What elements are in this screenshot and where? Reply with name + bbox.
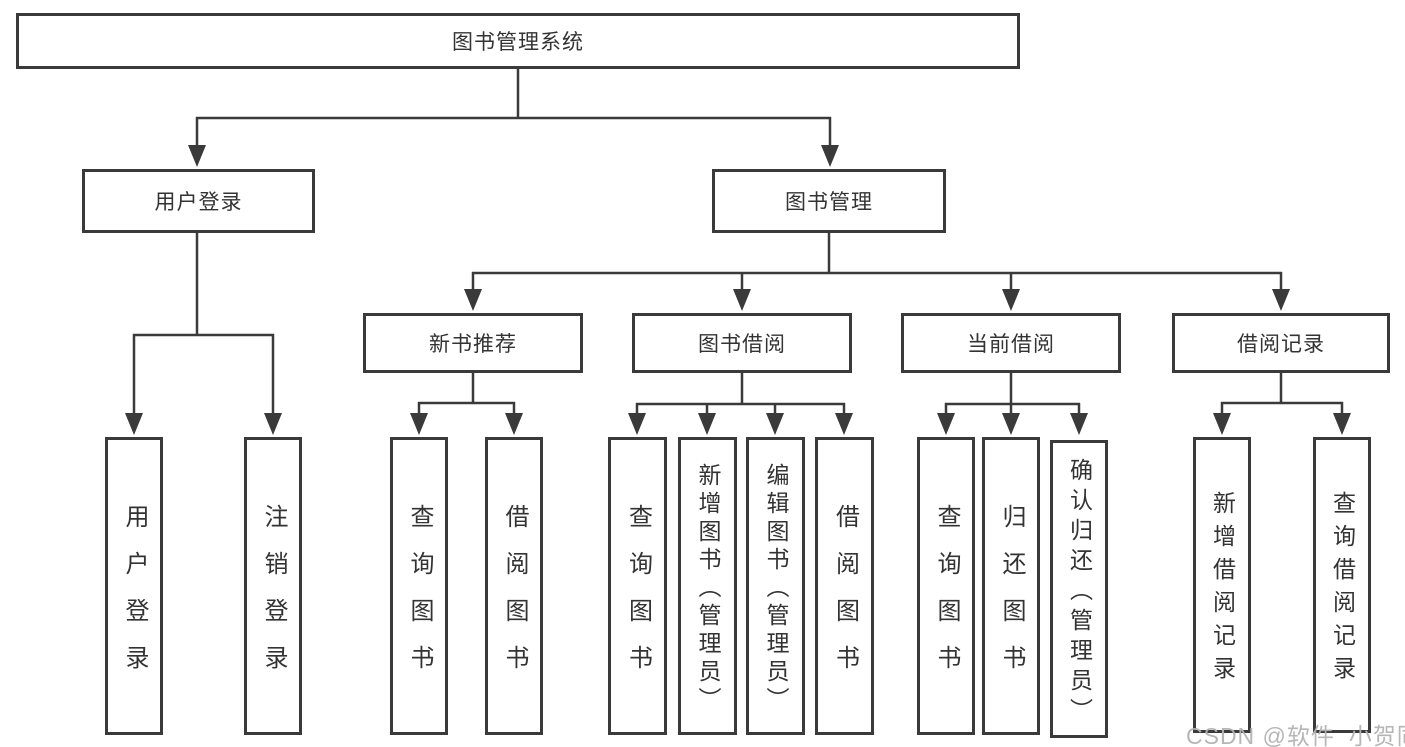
node-label: 用户登录: [154, 191, 243, 214]
node-user-login: 用户登录: [82, 169, 315, 233]
node-label: 确认归还（管理员）: [1066, 457, 1093, 728]
node-label: 当前借阅: [967, 333, 1055, 356]
node-label: 新增图书（管理员）: [695, 462, 721, 715]
leaf-records-query-record: 查询借阅记录: [1313, 437, 1371, 733]
node-label: 查询借阅记录: [1329, 491, 1356, 689]
watermark: CSDN @软件_小贺同学: [1186, 723, 1405, 747]
leaf-recommend-borrow-books: 借阅图书: [485, 437, 543, 735]
node-label: 图书管理系统: [452, 31, 584, 54]
node-label: 注销登录: [260, 503, 287, 692]
node-book-management: 图书管理: [712, 169, 946, 233]
leaf-user-login: 用户登录: [105, 437, 163, 735]
node-label: 查询图书: [933, 503, 960, 692]
node-book-borrowing: 图书借阅: [632, 313, 852, 373]
node-label: 新书推荐: [429, 333, 517, 356]
node-label: 图书借阅: [698, 333, 786, 356]
leaf-current-query-books: 查询图书: [917, 437, 975, 735]
node-label: 借阅记录: [1237, 333, 1325, 356]
node-label: 归还图书: [998, 503, 1025, 692]
leaf-recommend-query-books: 查询图书: [390, 437, 448, 735]
node-label: 借阅图书: [831, 503, 859, 692]
leaf-logout: 注销登录: [244, 437, 302, 735]
node-label: 查询图书: [406, 503, 433, 692]
node-label: 新增借阅记录: [1209, 491, 1236, 689]
node-label: 编辑图书（管理员）: [763, 462, 789, 715]
node-root: 图书管理系统: [16, 13, 1020, 69]
leaf-borrowing-borrow-books: 借阅图书: [815, 437, 874, 735]
leaf-borrowing-edit-books-admin: 编辑图书（管理员）: [746, 437, 805, 735]
node-label: 查询图书: [624, 503, 652, 692]
leaf-records-add-record: 新增借阅记录: [1193, 437, 1251, 733]
node-label: 借阅图书: [501, 503, 528, 692]
leaf-borrowing-query-books: 查询图书: [608, 437, 667, 735]
node-label: 用户登录: [121, 503, 148, 692]
node-new-book-recommend: 新书推荐: [363, 313, 583, 373]
leaf-current-return-books: 归还图书: [982, 437, 1040, 735]
node-label: 图书管理: [785, 191, 873, 214]
leaf-current-confirm-return-admin: 确认归还（管理员）: [1050, 440, 1108, 738]
node-current-borrowing: 当前借阅: [901, 313, 1121, 373]
leaf-borrowing-add-books-admin: 新增图书（管理员）: [678, 437, 737, 735]
node-borrow-records: 借阅记录: [1172, 313, 1390, 373]
